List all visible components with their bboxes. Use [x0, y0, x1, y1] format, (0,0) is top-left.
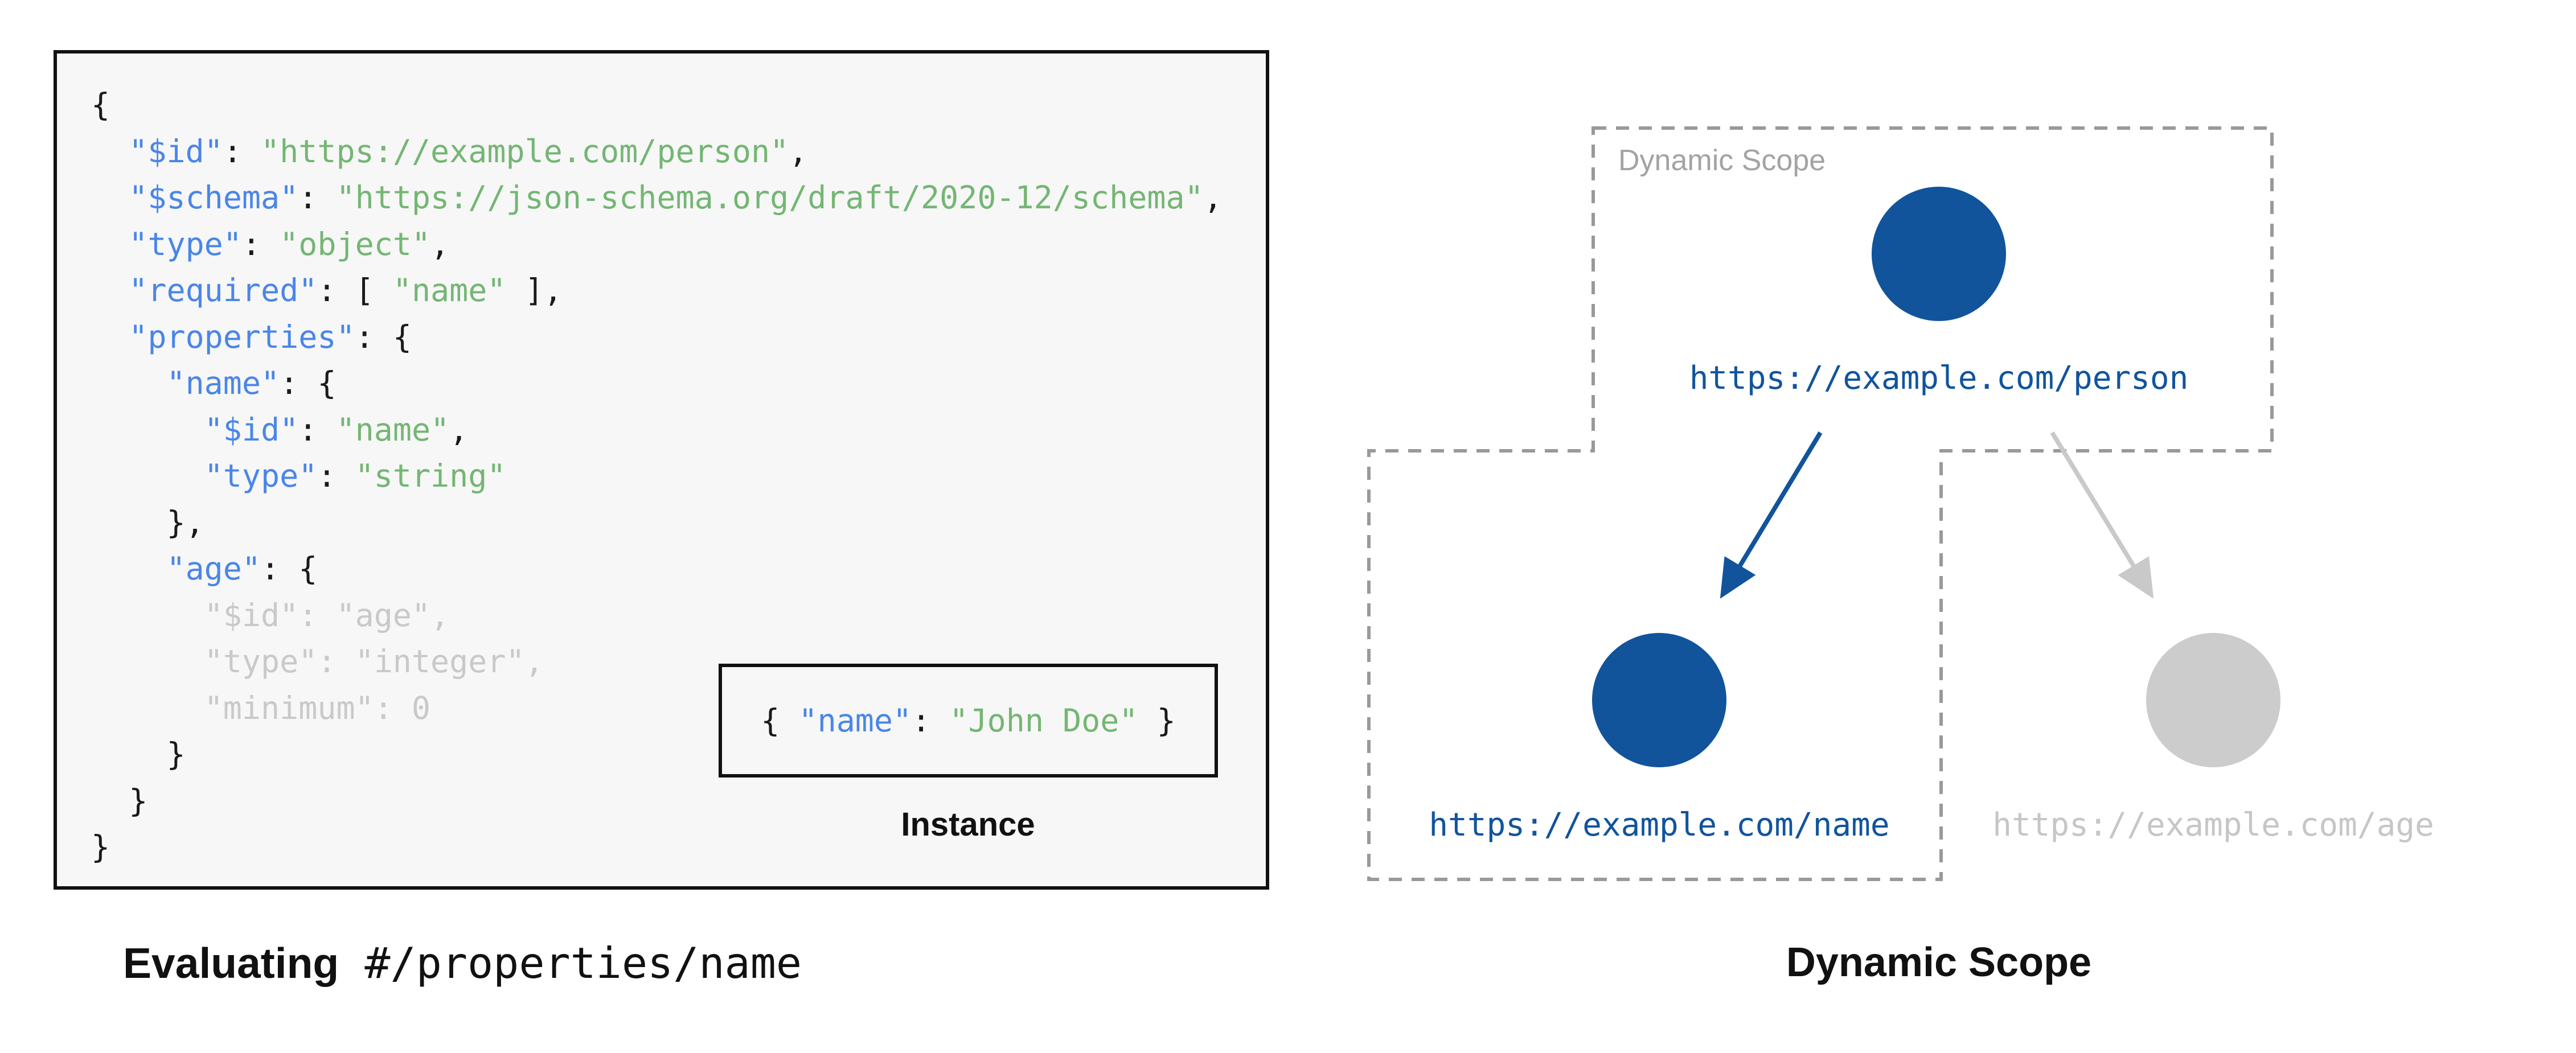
code-token: ,: [789, 133, 808, 170]
code-token: "string": [355, 458, 506, 494]
code-line: "$id": "name",: [91, 407, 1223, 454]
code-token: {: [761, 702, 799, 739]
code-token: ,: [430, 225, 450, 262]
code-line: },: [91, 500, 1223, 546]
code-token: "minimum": 0: [91, 689, 431, 726]
code-token: "name": [166, 365, 280, 401]
code-token: "name": [336, 411, 450, 448]
code-token: : {: [280, 365, 337, 401]
code-token: ,: [1203, 179, 1223, 216]
code-token: "$id": "age",: [91, 597, 450, 634]
code-token: ,: [449, 411, 469, 448]
code-token: "type": [204, 458, 318, 494]
code-line: }: [91, 778, 1223, 825]
dynamic-scope-region-label: Dynamic Scope: [1618, 144, 1826, 177]
code-token: "$schema": [129, 179, 299, 216]
code-token: "age": [166, 550, 261, 587]
age-node-label: https://example.com/age: [1992, 807, 2434, 844]
code-line: {: [91, 82, 1223, 129]
instance-box: { "name": "John Doe" }: [719, 664, 1218, 778]
code-line: "type": "object",: [91, 221, 1223, 268]
instance-code: { "name": "John Doe" }: [761, 702, 1176, 739]
person-to-age-arrow: [2050, 431, 2154, 599]
code-token: },: [91, 504, 204, 541]
code-line: "$id": "https://example.com/person",: [91, 129, 1223, 175]
code-token: : {: [261, 550, 318, 587]
code-token: "$id": [204, 411, 299, 448]
code-token: }: [91, 782, 148, 819]
code-token: "https://example.com/person": [261, 133, 789, 170]
code-token: :: [317, 458, 355, 494]
code-block: { "$id": "https://example.com/person", "…: [91, 82, 1223, 871]
code-token: : {: [355, 318, 412, 355]
age-node-circle: [2146, 633, 2280, 767]
code-token: "name": [392, 272, 506, 309]
code-token: "name": [798, 702, 912, 739]
dynamic-scope-outline: [1367, 126, 2274, 881]
code-token: }: [91, 829, 110, 865]
code-line: "type": "integer",: [91, 639, 1223, 685]
code-token: "required": [129, 272, 318, 309]
code-token: "object": [280, 225, 431, 262]
person-node-label: https://example.com/person: [1689, 360, 2189, 397]
code-line: }: [91, 731, 1223, 778]
instance-label: Instance: [901, 806, 1035, 843]
code-token: {: [91, 87, 110, 123]
evaluating-caption-bold: Evaluating: [123, 939, 339, 987]
name-node-circle: [1592, 633, 1726, 767]
code-line: "age": {: [91, 546, 1223, 593]
code-line: "$id": "age",: [91, 593, 1223, 639]
code-token: :: [298, 179, 337, 216]
person-to-name-arrow: [1720, 431, 1823, 599]
schema-panel: { "$id": "https://example.com/person", "…: [54, 50, 1269, 890]
code-token: :: [298, 411, 337, 448]
code-token: "John Doe": [949, 702, 1138, 739]
code-token: : [: [317, 272, 393, 309]
code-token: ],: [506, 272, 563, 309]
code-token: "https://json-schema.org/draft/2020-12/s…: [336, 179, 1204, 216]
code-token: :: [223, 133, 261, 170]
code-line: "type": "string": [91, 453, 1223, 500]
code-token: :: [912, 702, 950, 739]
code-token: }: [91, 736, 186, 772]
code-token: "properties": [129, 318, 355, 355]
dynamic-scope-caption: Dynamic Scope: [1786, 940, 2092, 985]
code-line: "name": {: [91, 360, 1223, 407]
code-line: "$schema": "https://json-schema.org/draf…: [91, 175, 1223, 221]
code-line: "required": [ "name" ],: [91, 268, 1223, 314]
code-line: "minimum": 0: [91, 685, 1223, 732]
code-token: }: [1138, 702, 1176, 739]
code-token: :: [241, 225, 280, 262]
evaluating-caption-pointer: #/properties/name: [339, 938, 802, 988]
code-line: }: [91, 824, 1223, 871]
code-token: "type": "integer",: [91, 643, 544, 680]
person-node-circle: [1872, 187, 2006, 321]
code-token: "$id": [129, 133, 223, 170]
evaluating-caption: Evaluating #/properties/name: [123, 938, 802, 988]
code-token: "type": [129, 225, 242, 262]
code-line: "properties": {: [91, 314, 1223, 361]
name-node-label: https://example.com/name: [1429, 807, 1890, 844]
